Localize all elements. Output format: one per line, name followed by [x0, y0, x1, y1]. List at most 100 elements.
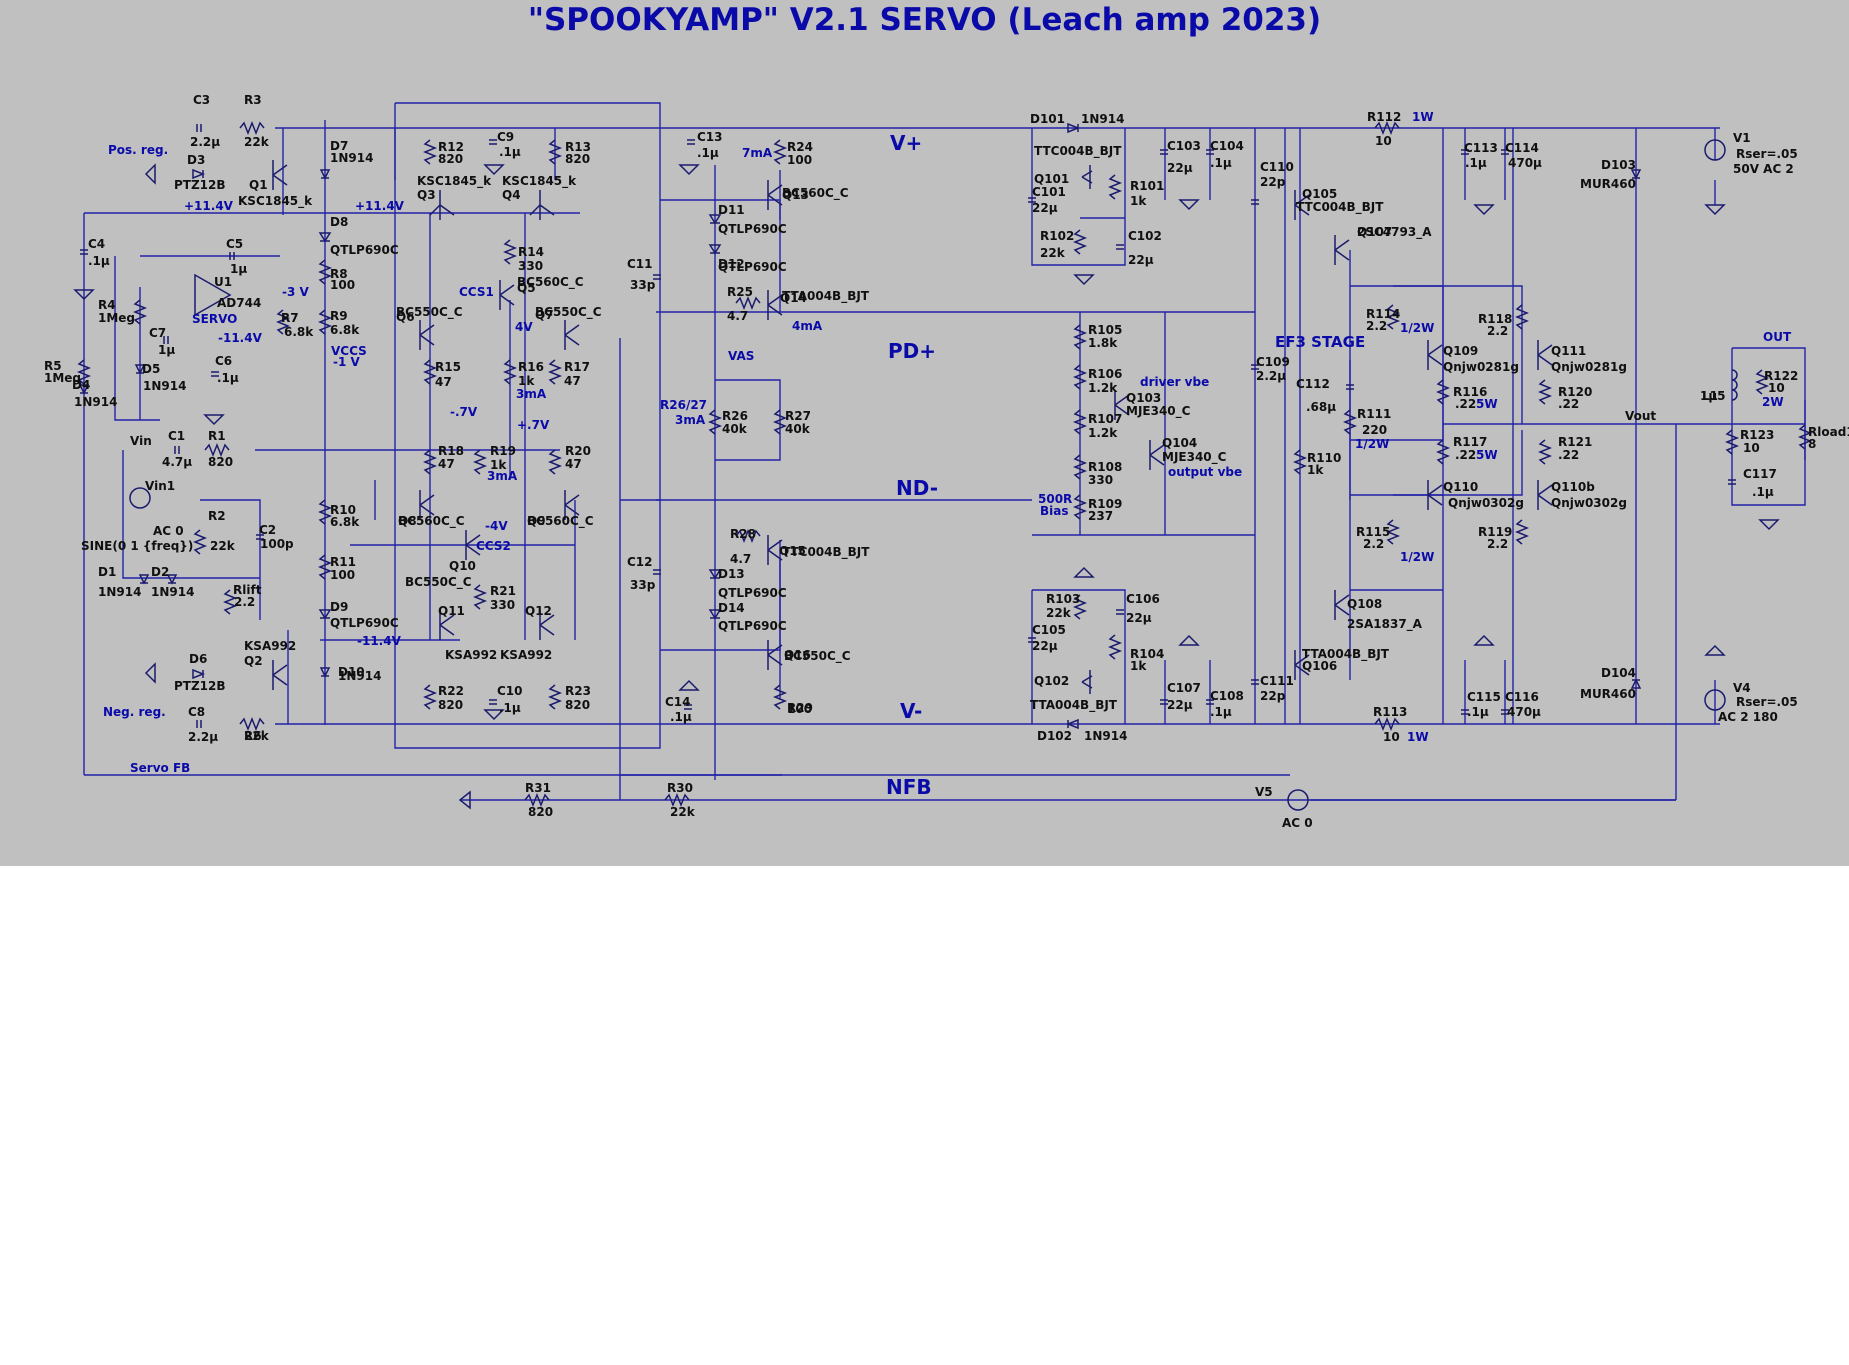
component-value: 1N914 — [74, 395, 117, 409]
component-value: .22 — [1558, 448, 1579, 462]
component-ref: Q13 — [782, 188, 809, 202]
component-ref: Q10 — [449, 559, 476, 573]
component-value: Qnjw0302g — [1551, 496, 1627, 510]
component-value: 22µ — [1126, 611, 1152, 625]
component-value: 1N914 — [151, 585, 194, 599]
component-value: 1µ5 — [1700, 389, 1726, 403]
component-value: 2.2µ — [188, 730, 218, 744]
component-value: 4.7 — [727, 309, 748, 323]
component-c113: C113.1µ — [1464, 141, 1498, 170]
component-ref: R117 — [1453, 435, 1487, 449]
component-c9: C9.1µ — [497, 130, 521, 159]
note-half-w-a: 1/2W — [1400, 321, 1434, 335]
voltage-n11a: -11.4V — [218, 331, 263, 345]
component-value: QTLP690C — [718, 260, 787, 274]
component-value: 22k — [1040, 246, 1066, 260]
schematic-sheet — [0, 0, 1849, 866]
net-nfb: NFB — [886, 775, 932, 799]
component-value: MUR460 — [1580, 687, 1636, 701]
component-value: 2.2µ — [190, 135, 220, 149]
component-value: KSC1845_k — [417, 174, 492, 189]
component-value: 1.2k — [1088, 381, 1118, 395]
component-ref: R17 — [564, 360, 590, 374]
note-1w-b: 1W — [1407, 730, 1429, 744]
component-value: 2.2 — [1487, 537, 1508, 551]
component-ref: Vin1 — [145, 479, 175, 493]
component-ref: R103 — [1046, 592, 1080, 606]
net-vccs: VCCS — [331, 344, 367, 358]
component-ref: C6 — [215, 354, 232, 368]
component-value: 40k — [722, 422, 748, 436]
component-sine: SINE(0 1 {freq}) — [81, 539, 193, 553]
net-ef3-stage: EF3 STAGE — [1275, 333, 1365, 351]
note-half-w-c: 1/2W — [1400, 550, 1434, 564]
component-ref: R119 — [1478, 525, 1512, 539]
component-value: .1µ — [1210, 705, 1232, 719]
component-ref: Q6 — [396, 310, 415, 324]
net-pos-reg: Pos. reg. — [108, 143, 168, 157]
component-ref: Q106 — [1302, 659, 1337, 673]
component-value: 22k — [670, 805, 696, 819]
net-ccs1: CCS1 — [459, 285, 494, 299]
component-ref: Q15 — [779, 544, 806, 558]
component-c4: C4.1µ — [88, 237, 110, 268]
component-value: 330 — [490, 598, 515, 612]
component-value: 47 — [435, 375, 452, 389]
component-ref: C117 — [1743, 467, 1777, 481]
net-vout: Vout — [1625, 409, 1656, 423]
component-ref: D103 — [1601, 158, 1636, 172]
note-driver-vbe: driver vbe — [1140, 375, 1209, 389]
component-ref: R27 — [785, 409, 811, 423]
component-c10: C10.1µ — [497, 684, 523, 715]
component-value: BC560C_C — [517, 275, 584, 290]
component-value: .1µ — [88, 254, 110, 268]
component-value: 22k — [1046, 606, 1072, 620]
component-ref: R31 — [525, 781, 551, 795]
component-value: BC560C_C — [782, 186, 849, 201]
component-ref: R113 — [1373, 705, 1407, 719]
component-value: QTLP690C — [718, 619, 787, 633]
component-value: .22 — [1455, 448, 1476, 462]
component-ref: R107 — [1088, 412, 1122, 426]
component-ref: C13 — [697, 130, 723, 144]
voltage-p11b: +11.4V — [355, 199, 405, 213]
note-1w-a: 1W — [1412, 110, 1434, 124]
component-c1: C14.7µ — [162, 429, 192, 469]
component-value: QTLP690C — [718, 222, 787, 236]
component-r121: R121.22 — [1558, 435, 1592, 462]
component-value: BC560C_C — [398, 514, 465, 529]
component-r7: R76.8k — [281, 311, 314, 339]
component-ref: R109 — [1088, 497, 1122, 511]
component-ref: R10 — [330, 503, 356, 517]
schematic-title: "SPOOKYAMP" V2.1 SERVO (Leach amp 2023) — [527, 2, 1322, 38]
component-value: 1N914 — [1081, 112, 1124, 126]
component-ref: R21 — [490, 584, 516, 598]
component-ref: C11 — [627, 257, 653, 271]
